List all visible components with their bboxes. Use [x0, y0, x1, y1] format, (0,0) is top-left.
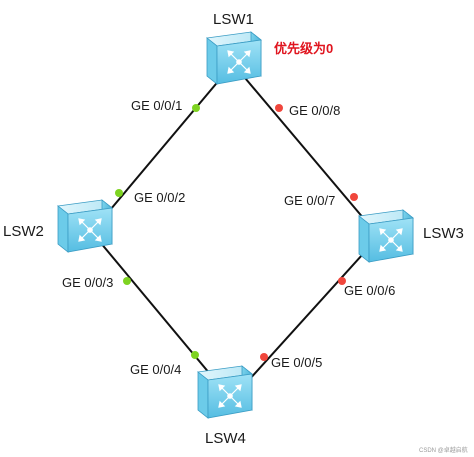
- link-lsw2-lsw4: [99, 241, 226, 393]
- link-lsw1-lsw3: [239, 71, 371, 227]
- port-label-lsw4-ge004: GE 0/0/4: [130, 362, 182, 377]
- port-dot-lsw1-ge001: [192, 104, 200, 112]
- port-dot-lsw1-ge008: [275, 104, 283, 112]
- links: [99, 71, 373, 393]
- watermark: CSDN @卓越启航: [419, 448, 468, 454]
- port-label-lsw4-ge005: GE 0/0/5: [271, 355, 323, 370]
- switch-icon-lsw1[interactable]: [206, 31, 262, 85]
- link-lsw3-lsw4: [237, 243, 373, 393]
- port-label-lsw1-ge008: GE 0/0/8: [289, 103, 341, 118]
- port-label-lsw3-ge007: GE 0/0/7: [284, 193, 336, 208]
- switch-icon-lsw3[interactable]: [358, 209, 414, 263]
- port-dot-lsw2-ge002: [115, 189, 123, 197]
- link-lsw1-lsw2: [99, 71, 227, 223]
- device-label-lsw4: LSW4: [205, 430, 246, 447]
- port-label-lsw3-ge006: GE 0/0/6: [344, 283, 396, 298]
- port-dot-lsw3-ge006: [338, 277, 346, 285]
- port-label-lsw1-ge001: GE 0/0/1: [131, 98, 183, 113]
- port-dot-lsw4-ge004: [191, 351, 199, 359]
- device-label-lsw2: LSW2: [3, 223, 44, 240]
- switch-icon-lsw4[interactable]: [197, 365, 253, 419]
- port-dot-lsw2-ge003: [123, 277, 131, 285]
- port-dot-lsw4-ge005: [260, 353, 268, 361]
- port-label-lsw2-ge003: GE 0/0/3: [62, 275, 114, 290]
- port-label-lsw2-ge002: GE 0/0/2: [134, 190, 186, 205]
- priority-annotation: 优先级为0: [274, 41, 334, 56]
- switch-icon-lsw2[interactable]: [57, 199, 113, 253]
- device-label-lsw3: LSW3: [423, 225, 464, 242]
- port-dot-lsw3-ge007: [350, 193, 358, 201]
- device-label-lsw1: LSW1: [213, 11, 254, 28]
